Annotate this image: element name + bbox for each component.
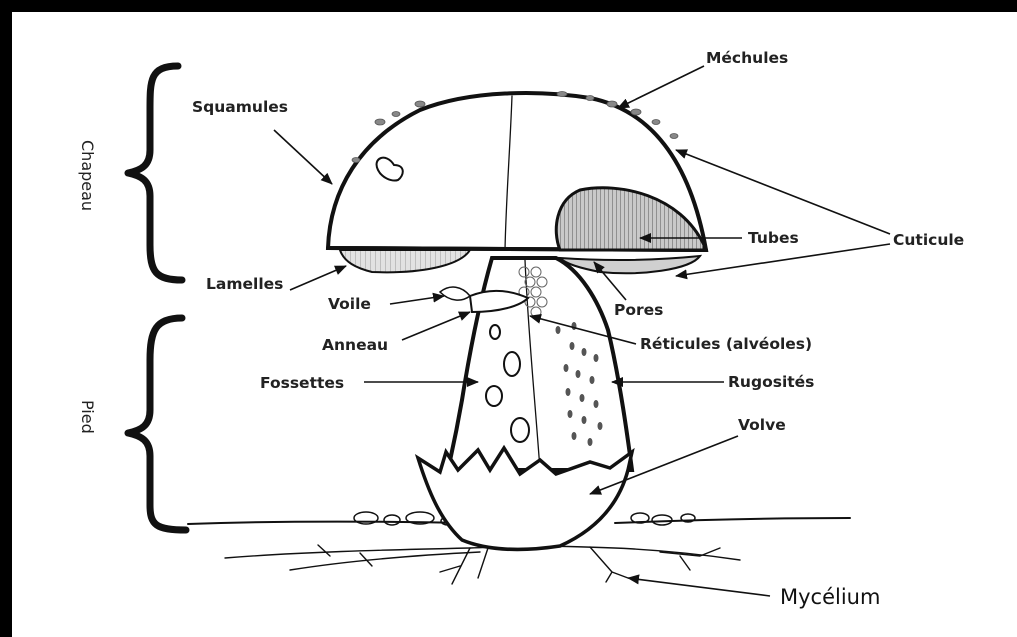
label-fossettes: Fossettes	[260, 374, 344, 392]
veil	[440, 287, 470, 300]
arrow-mechules	[618, 66, 704, 108]
group-label-pied: Pied	[78, 400, 97, 434]
cap	[328, 92, 706, 274]
label-reticules: Réticules (alvéoles)	[640, 335, 812, 353]
label-mycelium: Mycélium	[780, 585, 880, 609]
mycelium-roots	[225, 545, 740, 584]
brace-stem	[128, 318, 186, 530]
arrow-squamules	[274, 130, 332, 184]
label-anneau: Anneau	[322, 336, 388, 354]
arrow-anneau	[402, 312, 470, 340]
label-volve: Volve	[738, 416, 786, 434]
label-tubes: Tubes	[748, 229, 799, 247]
arrow-cuticule-bottom	[676, 244, 890, 276]
label-rugosites: Rugosités	[728, 373, 814, 391]
arrow-cuticule-top	[676, 150, 890, 234]
label-voile: Voile	[328, 295, 371, 313]
label-cuticule: Cuticule	[893, 231, 964, 249]
arrow-lamelles	[290, 266, 346, 290]
arrow-voile	[390, 296, 444, 304]
stem	[448, 258, 632, 470]
label-squamules: Squamules	[192, 98, 288, 116]
label-pores: Pores	[614, 301, 663, 319]
group-label-chapeau: Chapeau	[78, 140, 97, 211]
label-lamelles: Lamelles	[206, 275, 283, 293]
brace-cap	[128, 66, 182, 280]
arrow-mycelium	[628, 578, 770, 596]
label-mechules: Méchules	[706, 49, 788, 67]
